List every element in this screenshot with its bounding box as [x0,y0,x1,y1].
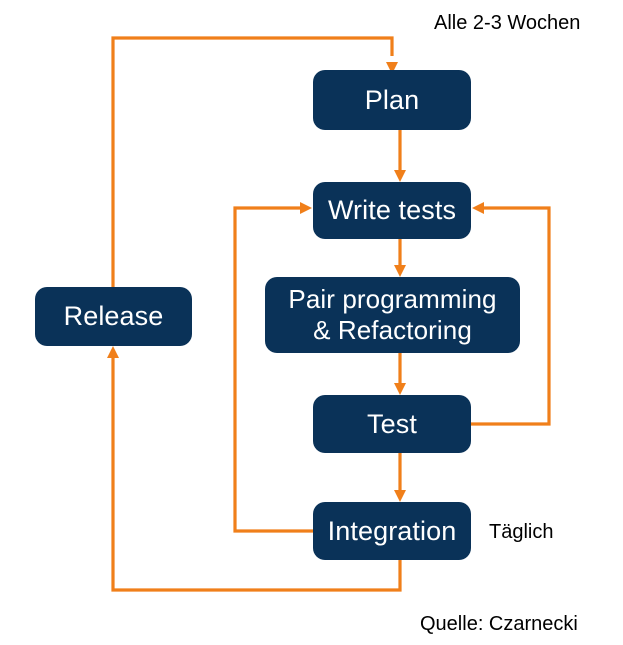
node-pair-programming-label-line1: Pair programming [288,284,497,315]
connector-test-to-integration [394,453,406,502]
node-test-label: Test [367,408,417,439]
caption-cadence-iteration: Alle 2-3 Wochen [434,12,580,35]
connector-test-to-write-tests [471,202,551,426]
node-integration[interactable]: Integration [313,502,471,560]
connector-write-tests-to-pair-programming [394,239,406,277]
caption-source: Quelle: Czarnecki [420,613,578,636]
node-release[interactable]: Release [35,287,192,346]
node-integration-label: Integration [327,515,457,546]
node-plan-label: Plan [364,84,420,115]
node-write-tests[interactable]: Write tests [313,182,471,239]
node-write-tests-label: Write tests [327,195,457,226]
node-pair-programming[interactable]: Pair programming & Refactoring [265,277,520,353]
connector-release-to-plan [111,36,398,287]
connector-pair-programming-to-test [394,353,406,395]
connector-integration-to-write-tests [233,202,313,533]
node-pair-programming-label-line2: & Refactoring [313,315,472,345]
connector-integration-to-release [107,346,402,592]
caption-cadence-daily-text: Täglich [489,521,554,543]
node-release-label: Release [63,301,164,332]
caption-cadence-daily: Täglich [489,521,553,544]
caption-cadence-iteration-text: Alle 2-3 Wochen [434,12,581,34]
caption-source-text: Quelle: Czarnecki [420,613,578,635]
connector-plan-to-write-tests [394,130,406,182]
node-plan[interactable]: Plan [313,70,471,130]
node-test[interactable]: Test [313,395,471,453]
